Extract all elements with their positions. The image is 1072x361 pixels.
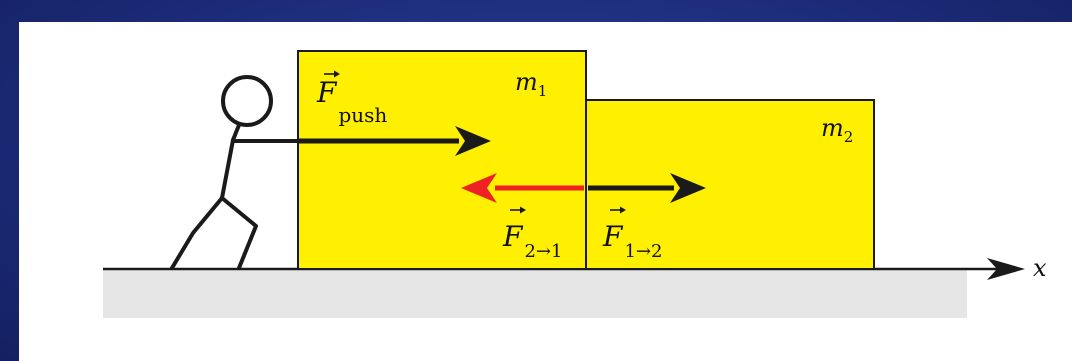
push-force-label: Fpush [316, 76, 387, 127]
stick-figure-head [221, 75, 273, 127]
ground [103, 270, 967, 318]
action-force-arrowhead [670, 173, 706, 203]
x-axis-arrowhead [987, 258, 1025, 280]
force-diagram: x m1 m2 Fpush [103, 50, 1047, 318]
mass-label-m2: m2 [821, 114, 853, 146]
diagram-canvas: x m1 m2 Fpush [19, 22, 1072, 361]
block-m1 [297, 50, 587, 270]
push-force-arrowhead [455, 126, 491, 156]
block-m2 [585, 99, 875, 270]
push-force-vector-hat [324, 70, 340, 78]
x-axis-label: x [1033, 254, 1047, 282]
reaction-force-arrowhead [461, 173, 497, 203]
stick-figure [170, 75, 300, 270]
stick-figure-torso [220, 138, 235, 200]
action-force-vector-hat [610, 206, 626, 214]
stick-figure-neck [231, 123, 241, 142]
stick-figure-leg-front [220, 196, 258, 270]
stick-figure-leg-back [170, 196, 224, 270]
reaction-force-vector-hat [510, 206, 526, 214]
mass-label-m1: m1 [515, 68, 547, 100]
